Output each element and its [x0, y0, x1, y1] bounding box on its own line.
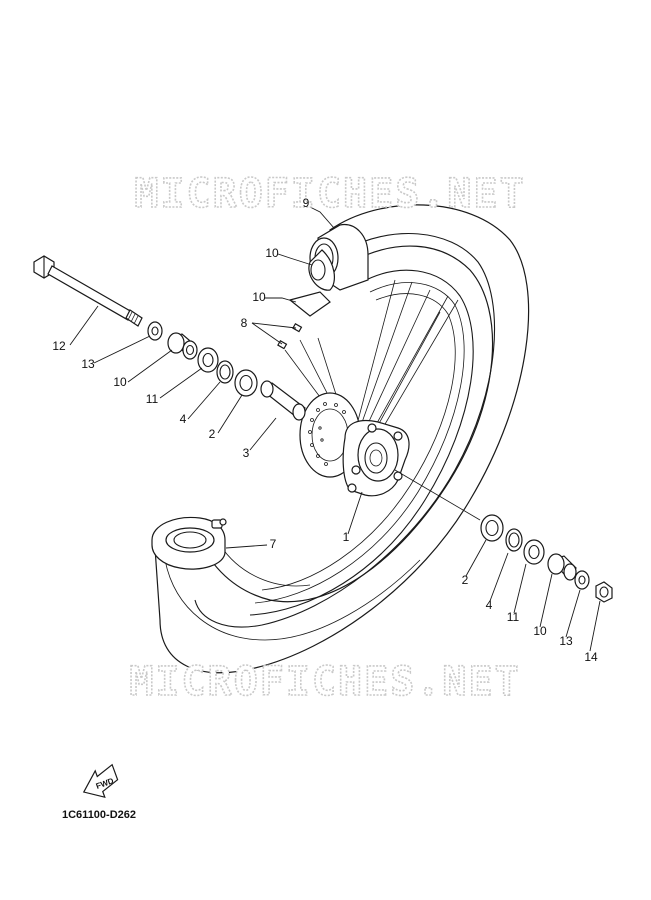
collar-left	[167, 332, 198, 360]
axle	[33, 255, 143, 327]
fwd-arrow-icon: FWD	[82, 763, 119, 799]
leader-lines	[69, 206, 601, 652]
callout-1: 1	[343, 530, 350, 544]
callout-13-left: 13	[81, 357, 95, 371]
callout-2-left: 2	[209, 427, 216, 441]
watermark-bottom: MICROFICHES.NET	[129, 659, 520, 705]
callout-10-right: 10	[533, 624, 547, 638]
callout-11-right: 11	[507, 610, 520, 624]
axle-centerline	[394, 469, 481, 521]
callout-numbers: 9 10 10 8 12 13 10 11 4 2 3 1 7 2 4 11 1…	[52, 196, 598, 664]
tire-cross-section-top	[308, 224, 369, 291]
oil-seal-left	[197, 347, 219, 373]
hub	[342, 419, 410, 497]
circlip-left	[216, 360, 234, 384]
spokes	[284, 279, 459, 441]
bearing-right	[480, 514, 504, 542]
callout-14: 14	[584, 650, 598, 664]
oil-seal-right	[523, 539, 545, 565]
callout-8: 10	[265, 246, 279, 260]
circlip-right	[505, 528, 523, 552]
watermark-top: MICROFICHES.NET	[134, 171, 525, 217]
callout-5: 7	[270, 537, 277, 551]
bearing-left	[234, 369, 258, 397]
callout-6: 8	[241, 316, 248, 330]
diagram-code: 1C61100-D262	[62, 809, 136, 821]
callout-10-left: 10	[113, 375, 127, 389]
callout-13-right: 13	[559, 634, 573, 648]
callout-4-right: 4	[486, 598, 493, 612]
washer-left	[147, 321, 163, 341]
spacer	[260, 380, 306, 421]
callout-4-left: 4	[180, 412, 187, 426]
callout-9: 10	[252, 290, 266, 304]
collar-right	[547, 553, 578, 581]
callout-3: 3	[243, 446, 250, 460]
callout-12: 12	[52, 339, 66, 353]
washer-right	[574, 570, 590, 590]
callout-11-left: 11	[146, 392, 159, 406]
callout-7: 9	[303, 196, 310, 210]
tire-cross-section-bottom	[151, 516, 227, 570]
rim-band	[288, 291, 331, 317]
callout-2-right: 2	[462, 573, 469, 587]
axle-nut	[595, 581, 613, 603]
